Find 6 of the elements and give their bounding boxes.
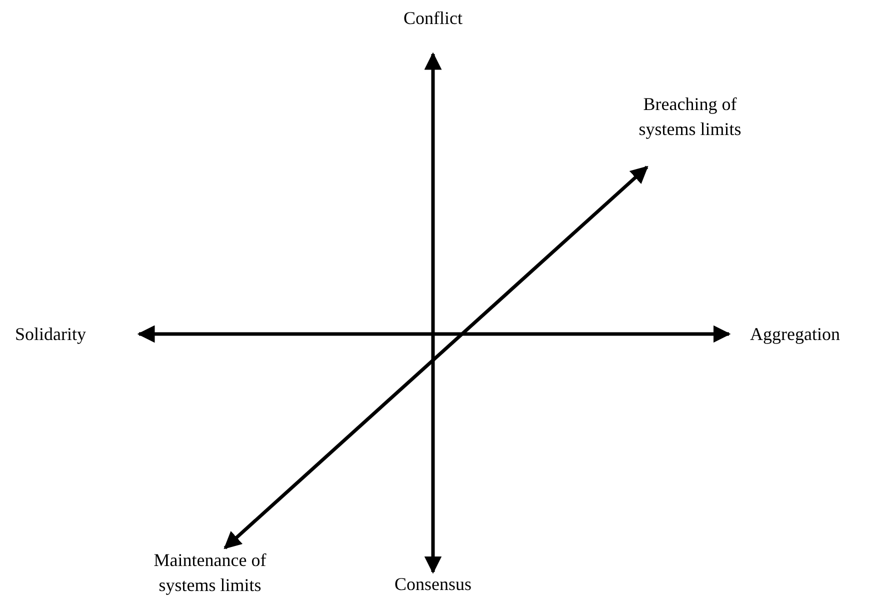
axis-label: Consensus bbox=[393, 573, 472, 596]
axis-label: Solidarity bbox=[15, 323, 87, 346]
axis-label: Aggregation bbox=[750, 323, 841, 346]
axis-label: Maintenance of systems limits bbox=[152, 549, 268, 597]
axis-label: Conflict bbox=[402, 7, 464, 30]
axis-label: Breaching of systems limits bbox=[638, 93, 742, 141]
